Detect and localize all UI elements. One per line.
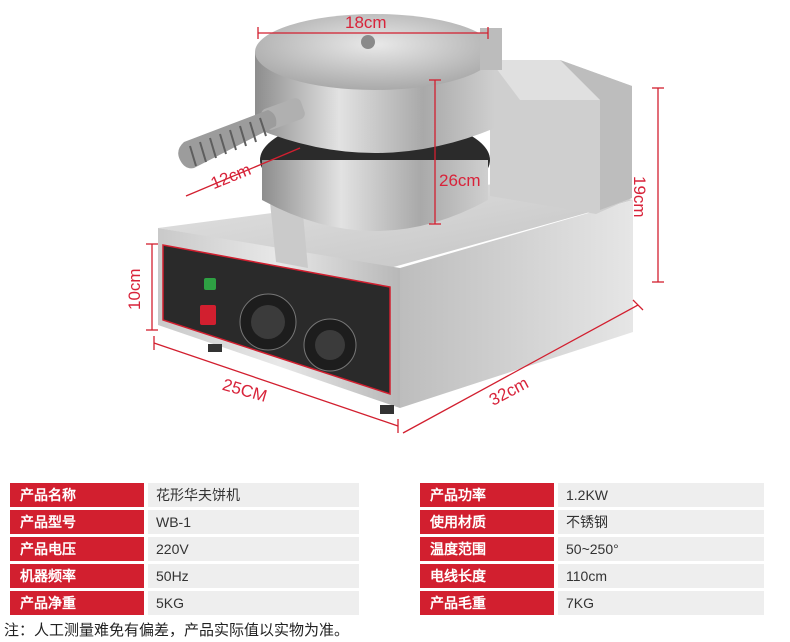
spec-value: 50Hz (148, 564, 359, 588)
spec-row: 产品名称 花形华夫饼机 (10, 483, 359, 507)
dimension-lines (146, 27, 664, 434)
spec-label: 使用材质 (420, 510, 554, 534)
spec-row: 产品毛重 7KG (420, 591, 764, 615)
lid-hinge (480, 28, 502, 70)
foot-left (208, 344, 222, 352)
spec-row: 电线长度 110cm (420, 564, 764, 588)
rear-housing-side (560, 60, 632, 210)
spec-value: 50~250° (558, 537, 764, 561)
spec-label: 产品名称 (10, 483, 144, 507)
spec-row: 温度范围 50~250° (420, 537, 764, 561)
temperature-knob (315, 330, 345, 360)
lid-center-bolt (361, 35, 375, 49)
spec-row: 产品功率 1.2KW (420, 483, 764, 507)
spec-label: 温度范围 (420, 537, 554, 561)
base-side-panel (400, 200, 633, 408)
spec-value: 花形华夫饼机 (148, 483, 359, 507)
spec-label: 产品毛重 (420, 591, 554, 615)
dim-plate-diameter: 26cm (439, 171, 481, 190)
spec-table-left: 产品名称 花形华夫饼机 产品型号 WB-1 产品电压 220V 机器频率 50H… (10, 483, 359, 618)
spring-coils (189, 117, 267, 167)
spec-label: 产品型号 (10, 510, 144, 534)
spec-row: 产品净重 5KG (10, 591, 359, 615)
measurement-note: 注：人工测量难免有偏差，产品实际值以实物为准。 (4, 621, 350, 639)
lower-plate-body (262, 160, 488, 231)
waffle-maker-product-photo (146, 14, 664, 434)
spec-value: 220V (148, 537, 359, 561)
spec-row: 产品电压 220V (10, 537, 359, 561)
foot-front (380, 405, 394, 414)
power-indicator-light (204, 278, 216, 290)
spec-label: 产品净重 (10, 591, 144, 615)
spec-value: 1.2KW (558, 483, 764, 507)
spec-value: 110cm (558, 564, 764, 588)
spec-value: 不锈钢 (558, 510, 764, 534)
spec-value: WB-1 (148, 510, 359, 534)
spec-table-right: 产品功率 1.2KW 使用材质 不锈钢 温度范围 50~250° 电线长度 11… (420, 483, 764, 618)
dim-base-height: 10cm (125, 268, 144, 310)
spec-value: 7KG (558, 591, 764, 615)
rear-housing-top (490, 60, 600, 100)
spec-label: 电线长度 (420, 564, 554, 588)
spec-label: 产品电压 (10, 537, 144, 561)
spec-row: 机器频率 50Hz (10, 564, 359, 588)
power-switch (200, 305, 216, 325)
spec-value: 5KG (148, 591, 359, 615)
spec-label: 机器频率 (10, 564, 144, 588)
dim-top-diameter: 18cm (345, 13, 387, 32)
spec-label: 产品功率 (420, 483, 554, 507)
timer-knob (251, 305, 285, 339)
spec-row: 使用材质 不锈钢 (420, 510, 764, 534)
dim-height: 19cm (630, 176, 649, 218)
spec-row: 产品型号 WB-1 (10, 510, 359, 534)
